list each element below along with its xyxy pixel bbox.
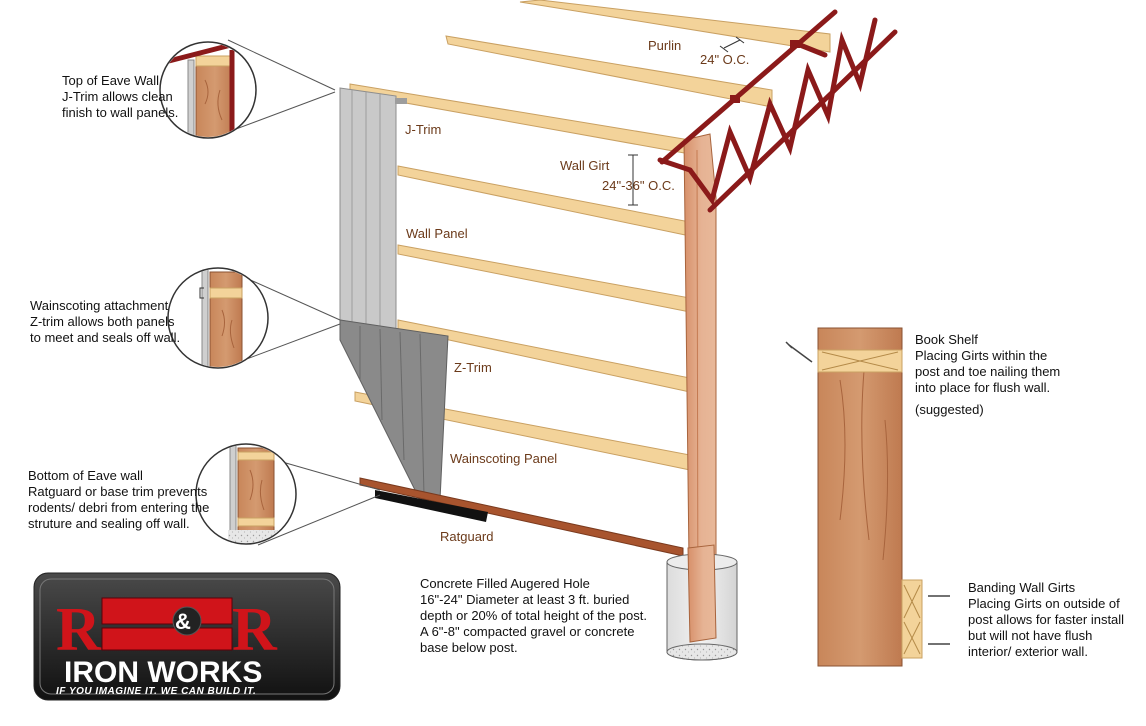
logo-r-left: R (56, 596, 102, 664)
purlin-spacing-marker (719, 36, 745, 53)
svg-text:interior/ exterior wall.: interior/ exterior wall. (968, 644, 1088, 659)
svg-text:depth or 20% of total height o: depth or 20% of total height of the post… (420, 608, 647, 623)
callout-bottom-eave-text: Bottom of Eave wall Ratguard or base tri… (28, 468, 209, 531)
svg-text:Z-trim allows both panels: Z-trim allows both panels (30, 314, 175, 329)
logo-tagline: IF YOU IMAGINE IT. WE CAN BUILD IT. (56, 686, 256, 697)
svg-text:Banding Wall Girts: Banding Wall Girts (968, 580, 1076, 595)
svg-text:Placing Girts on outside of: Placing Girts on outside of (968, 596, 1120, 611)
purlin-2 (445, 35, 773, 108)
concrete-note: Concrete Filled Augered Hole 16"-24" Dia… (420, 576, 647, 655)
label-girt-spacing: 24"-36" O.C. (602, 178, 675, 193)
svg-text:16"-24" Diameter at least 3 ft: 16"-24" Diameter at least 3 ft. buried (420, 592, 629, 607)
toe-nail-icon (785, 341, 813, 363)
book-shelf-note: Book Shelf Placing Girts within the post… (915, 332, 1060, 417)
svg-text:Book Shelf: Book Shelf (915, 332, 978, 347)
banding-girt (901, 579, 923, 659)
label-purlin: Purlin (648, 38, 681, 53)
book-shelf-girt (817, 349, 903, 373)
purlin-1 (519, 0, 831, 53)
svg-text:post allows for faster install: post allows for faster install (968, 612, 1124, 627)
label-wall-panel: Wall Panel (406, 226, 468, 241)
purlins (445, 0, 831, 108)
callout-wainscoting-text: Wainscoting attachment Z-trim allows bot… (30, 298, 180, 345)
callout-top-eave-text: Top of Eave Wall J-Trim allows clean fin… (62, 73, 178, 120)
ratguard (359, 477, 684, 557)
svg-text:base below post.: base below post. (420, 640, 518, 655)
svg-text:but will not have flush: but will not have flush (968, 628, 1092, 643)
j-trim-piece (395, 98, 407, 104)
label-wainscoting-panel: Wainscoting Panel (450, 451, 557, 466)
svg-text:Top of Eave Wall: Top of Eave Wall (62, 73, 159, 88)
wall-girts (349, 83, 691, 471)
svg-text:finish to wall panels.: finish to wall panels. (62, 105, 178, 120)
svg-text:Placing Girts within the: Placing Girts within the (915, 348, 1047, 363)
svg-text:struture and sealing off wall.: struture and sealing off wall. (28, 516, 190, 531)
girt-spacing-marker (628, 154, 638, 206)
callout-top-eave (159, 39, 336, 139)
detail-post (785, 327, 950, 667)
girt-1 (349, 83, 691, 155)
logo-r-right: R (232, 596, 278, 664)
svg-text:Wainscoting attachment: Wainscoting attachment (30, 298, 169, 313)
svg-text:post and toe nailing them: post and toe nailing them (915, 364, 1060, 379)
wall-panel (339, 87, 407, 331)
logo-amp: & (175, 609, 191, 634)
callout-wainscoting (167, 267, 341, 369)
roof-truss (657, 9, 898, 213)
banding-nail-icons (928, 595, 950, 645)
girt-3 (397, 244, 691, 313)
svg-text:J-Trim allows clean: J-Trim allows clean (62, 89, 173, 104)
wainscoting-panel (339, 319, 449, 501)
banding-note: Banding Wall Girts Placing Girts on outs… (968, 580, 1124, 659)
svg-text:Concrete Filled Augered Hole: Concrete Filled Augered Hole (420, 576, 590, 591)
svg-text:A 6"-8" compacted gravel or co: A 6"-8" compacted gravel or concrete (420, 624, 634, 639)
svg-text:into place for flush wall.: into place for flush wall. (915, 380, 1050, 395)
callout-bottom-eave (195, 443, 381, 546)
purlin-clips (730, 40, 800, 103)
svg-text:(suggested): (suggested) (915, 402, 984, 417)
svg-text:rodents/ debri from entering t: rodents/ debri from entering the (28, 500, 209, 515)
svg-text:to meet and seals off wall.: to meet and seals off wall. (30, 330, 180, 345)
label-ratguard: Ratguard (440, 529, 493, 544)
label-purlin-spacing: 24" O.C. (700, 52, 749, 67)
concrete-hole (666, 544, 738, 661)
svg-text:Bottom of Eave wall: Bottom of Eave wall (28, 468, 143, 483)
rr-iron-works-logo: R R & IRON WORKS IF YOU IMAGINE IT. WE C… (33, 572, 341, 701)
label-wall-girt: Wall Girt (560, 158, 610, 173)
label-z-trim: Z-Trim (454, 360, 492, 375)
svg-text:Ratguard or base trim prevents: Ratguard or base trim prevents (28, 484, 208, 499)
label-j-trim: J-Trim (405, 122, 441, 137)
logo-name: IRON WORKS (64, 656, 262, 689)
